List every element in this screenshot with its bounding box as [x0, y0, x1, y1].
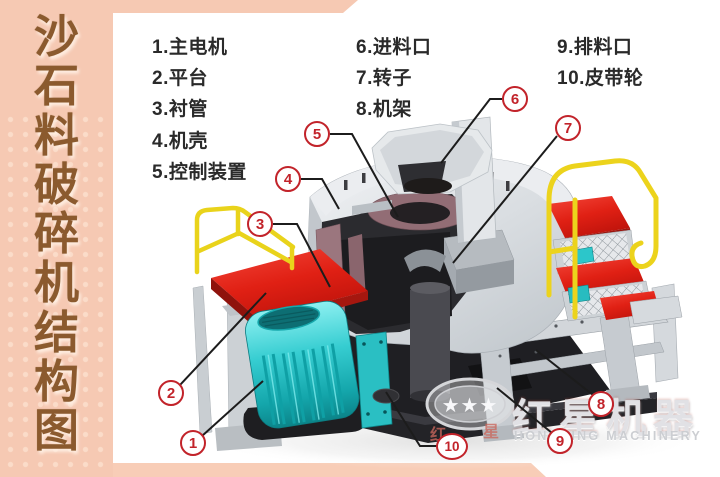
sidebar-dots-pattern — [3, 112, 110, 473]
legend-item-discharge-port: 9.排料口 — [557, 37, 633, 58]
svg-text:★★★: ★★★ — [442, 395, 499, 417]
legend-item-casing: 4.机壳 — [152, 131, 208, 152]
callout-1: 1 — [180, 430, 206, 456]
title-char: 结 — [33, 306, 79, 358]
title-char: 料 — [33, 109, 79, 161]
title-char: 机 — [33, 257, 79, 309]
logo-char-xing: 星 — [483, 424, 500, 441]
legend-item-main-motor: 1.主电机 — [152, 37, 228, 58]
callout-6: 6 — [502, 86, 528, 112]
callout-4: 4 — [275, 166, 301, 192]
logo-stars-oval-icon: ★★★ — [425, 377, 515, 431]
legend-item-rotor: 7.转子 — [356, 68, 412, 89]
callout-2: 2 — [158, 380, 184, 406]
callout-3: 3 — [247, 211, 273, 237]
title-char: 沙 — [33, 11, 79, 62]
feed-hopper — [371, 116, 497, 244]
legend-item-platform: 2.平台 — [152, 68, 208, 89]
title-char: 图 — [33, 405, 79, 457]
title-char: 碎 — [33, 208, 79, 260]
railing-right — [546, 158, 659, 320]
legend-item-feed-inlet: 6.进料口 — [356, 37, 432, 58]
title-char: 破 — [33, 158, 79, 210]
callout-9: 9 — [547, 428, 573, 454]
legend-item-liner-pipe: 3.衬管 — [152, 99, 208, 120]
callout-8: 8 — [588, 391, 614, 417]
callout-5: 5 — [304, 121, 330, 147]
title-char: 石 — [33, 60, 79, 112]
callout-7: 7 — [555, 115, 581, 141]
railing-left — [194, 205, 296, 275]
legend-item-belt-pulley: 10.皮带轮 — [557, 68, 644, 89]
left-sidebar — [0, 0, 113, 477]
callout-10: 10 — [436, 433, 468, 460]
legend-item-control-device: 5.控制装置 — [152, 162, 247, 183]
legend-item-frame: 8.机架 — [356, 99, 412, 120]
page-title: 沙 石 料 破 碎 机 结 构 图 — [0, 12, 113, 456]
title-char: 构 — [33, 356, 79, 408]
main-motor — [243, 300, 393, 440]
belt-pulley — [372, 388, 400, 404]
